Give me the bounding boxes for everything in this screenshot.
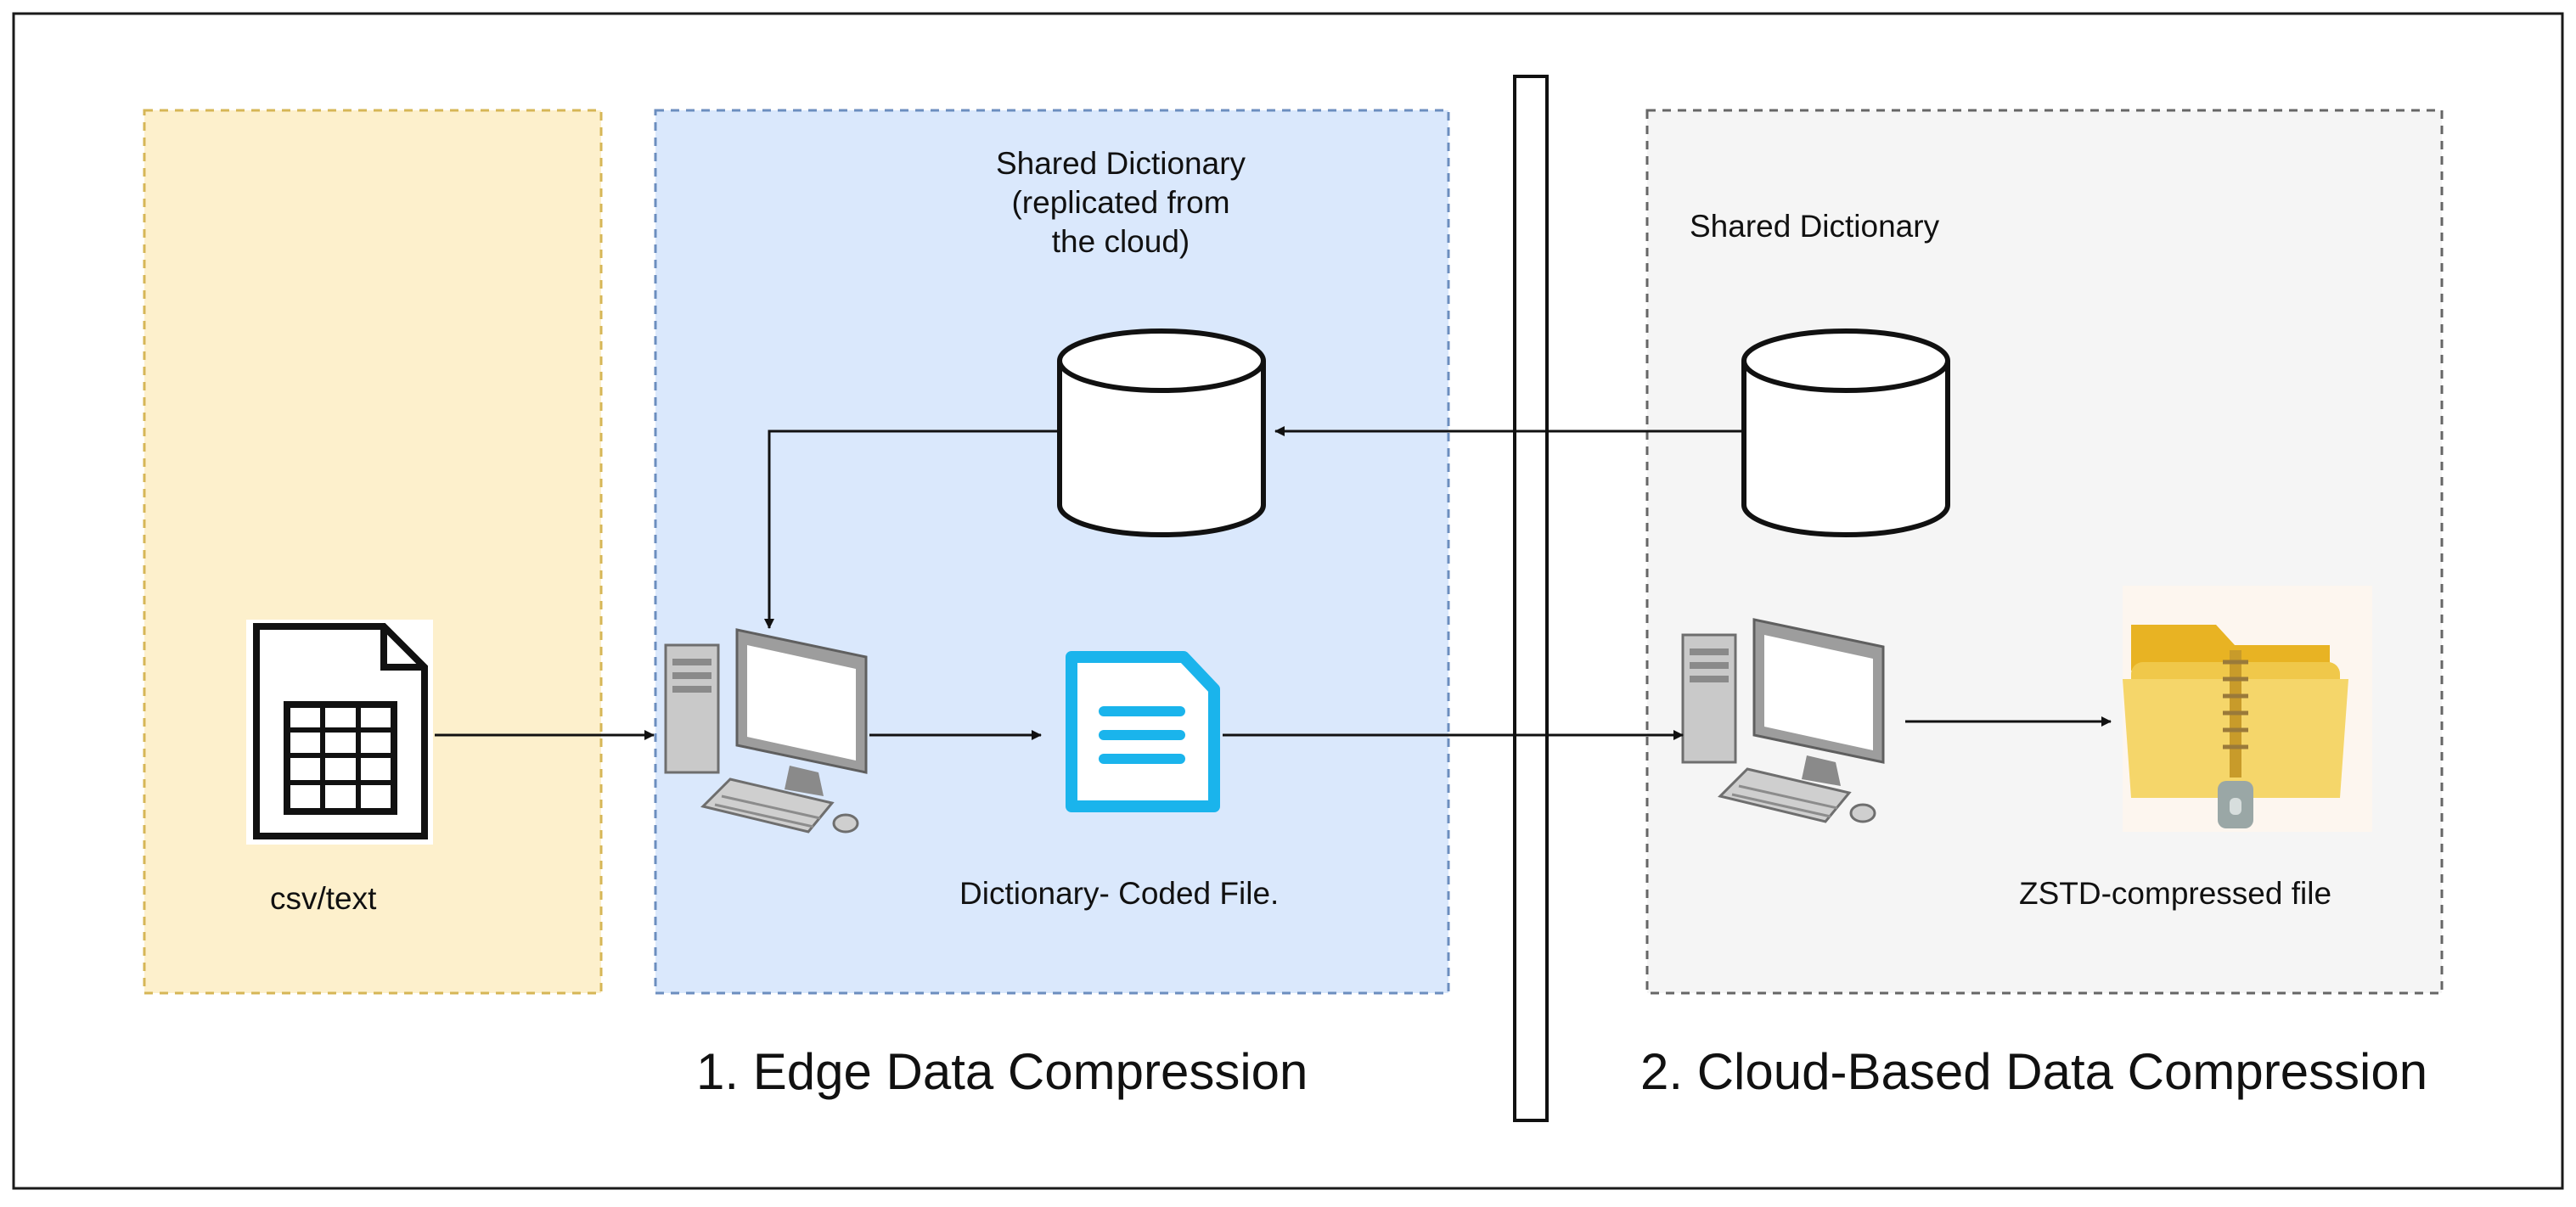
edge-dictionary-label: Shared Dictionary (replicated from the c… (995, 146, 1246, 259)
edge-database-icon (1060, 331, 1263, 535)
compressed-file-label: ZSTD-compressed file (2019, 876, 2332, 911)
input-region (143, 109, 603, 995)
zip-folder-icon (2123, 586, 2372, 832)
document-icon (1066, 651, 1220, 812)
edge-cloud-divider (1513, 75, 1549, 1122)
edge-region (654, 109, 1450, 995)
arrow-edge-db-to-edge-computer (764, 429, 1060, 629)
spreadsheet-file-icon (246, 620, 433, 845)
cloud-database-icon (1744, 331, 1948, 535)
cloud-region (1645, 109, 2444, 995)
cloud-caption: 2. Cloud-Based Data Compression (1640, 1043, 2428, 1100)
input-label: csv/text (270, 881, 377, 916)
coded-file-label: Dictionary- Coded File. (959, 876, 1280, 911)
cloud-dictionary-label: Shared Dictionary (1690, 209, 1940, 244)
edge-caption: 1. Edge Data Compression (696, 1043, 1308, 1100)
